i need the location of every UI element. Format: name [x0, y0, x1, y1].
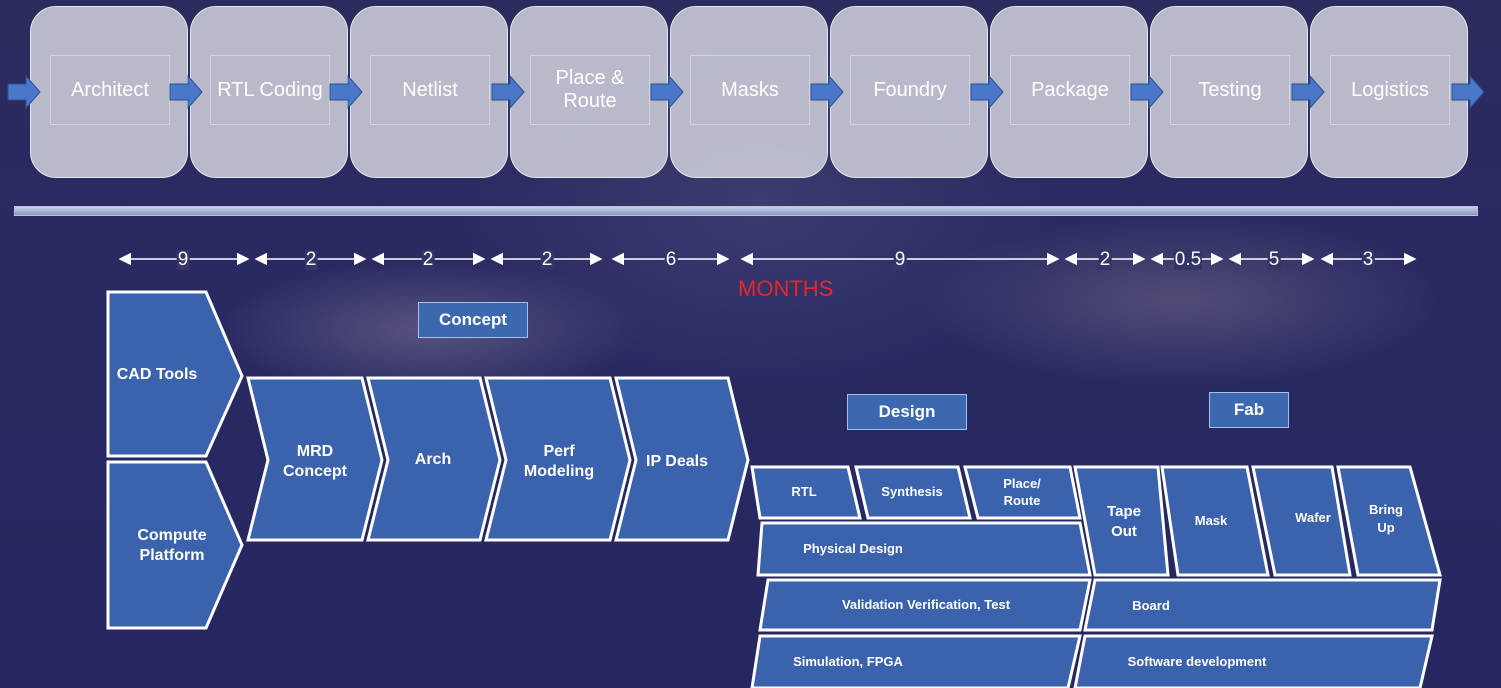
bring-up-label: Bring Up: [1369, 502, 1403, 535]
duration-netlist: 2: [421, 249, 435, 270]
arch-label: Arch: [414, 451, 452, 468]
ip-deals-chevron: [614, 376, 750, 542]
flow-arrow-icon: [810, 74, 844, 110]
ip-deals-label: IP Deals: [646, 453, 708, 470]
step-label-netlist: Netlist: [370, 55, 490, 125]
step-label-foundry: Foundry: [850, 55, 970, 125]
flow-arrow-icon: [329, 74, 363, 110]
mask-block: [1160, 465, 1270, 577]
software-block: [1073, 634, 1434, 688]
phase-fab: Fab: [1209, 392, 1289, 428]
separator-bar: [14, 206, 1478, 216]
arch-chevron: [366, 376, 502, 542]
duration-foundry: 9: [893, 249, 907, 270]
flow-arrow-icon: [169, 74, 203, 110]
compute-platform-block: [106, 460, 244, 630]
validation-label: Validation Verification, Test: [841, 597, 1011, 612]
mrd-concept-chevron: [246, 376, 384, 542]
software-label: Software development: [1127, 654, 1267, 669]
mrd-concept-label: MRD Concept: [283, 443, 347, 480]
step-box-place-route: [510, 6, 668, 178]
perf-modeling-label: Perf Modeling: [523, 443, 595, 480]
place-route-block: [963, 465, 1082, 520]
rtl-block: [750, 465, 862, 520]
flow-arrow-icon: [650, 74, 684, 110]
flow-arrow-icon: [7, 74, 41, 110]
cad-tools-block: [106, 290, 244, 458]
wafer-label: Wafer: [1295, 510, 1331, 525]
flow-arrow-icon: [970, 74, 1004, 110]
step-label-testing: Testing: [1170, 55, 1290, 125]
duration-testing: 0.5: [1173, 249, 1203, 270]
step-box-architect: [30, 6, 188, 178]
rtl-label: RTL: [791, 484, 817, 499]
flow-arrow-icon: [491, 74, 525, 110]
duration-package: 2: [1098, 249, 1112, 270]
step-box-rtl-coding: [190, 6, 348, 178]
validation-block: [758, 578, 1092, 632]
phase-design: Design: [847, 394, 967, 430]
bring-up-block: [1336, 465, 1442, 577]
step-box-testing: [1150, 6, 1308, 178]
step-box-foundry: [830, 6, 988, 178]
physical-design-label: Physical Design: [803, 541, 903, 556]
physical-design-block: [756, 521, 1092, 577]
step-box-masks: [670, 6, 828, 178]
synthesis-block: [854, 465, 972, 520]
flow-arrow-icon: [1291, 74, 1325, 110]
step-label-place-route: Place & Route: [530, 55, 650, 125]
wafer-block: [1251, 465, 1352, 577]
step-label-masks: Masks: [690, 55, 810, 125]
flow-arrow-icon: [1451, 74, 1485, 110]
duration-logistics-b: 3: [1361, 249, 1375, 270]
phase-concept: Concept: [418, 302, 528, 338]
flow-arrow-icon: [1130, 74, 1164, 110]
step-box-netlist: [350, 6, 508, 178]
board-block: [1083, 578, 1442, 632]
duration-place-route: 2: [540, 249, 554, 270]
months-label: MONTHS: [738, 276, 834, 301]
duration-rtl-coding: 2: [304, 249, 318, 270]
step-label-package: Package: [1010, 55, 1130, 125]
perf-modeling-chevron: [484, 376, 632, 542]
simulation-label: Simulation, FPGA: [793, 654, 903, 669]
place-route-label: Place/ Route: [1003, 476, 1041, 508]
step-label-logistics: Logistics: [1330, 55, 1450, 125]
cad-tools-label: CAD Tools: [116, 366, 198, 383]
tape-out-label: Tape Out: [1107, 503, 1141, 540]
duration-masks: 6: [664, 249, 678, 270]
tape-out-block: [1073, 465, 1170, 577]
board-label: Board: [1132, 598, 1170, 613]
synthesis-label: Synthesis: [881, 484, 943, 499]
mask-label: Mask: [1194, 513, 1228, 528]
simulation-block: [750, 634, 1082, 688]
duration-architect: 9: [176, 249, 190, 270]
duration-logistics-a: 5: [1267, 249, 1281, 270]
compute-platform-label: Compute Platform: [137, 527, 207, 564]
